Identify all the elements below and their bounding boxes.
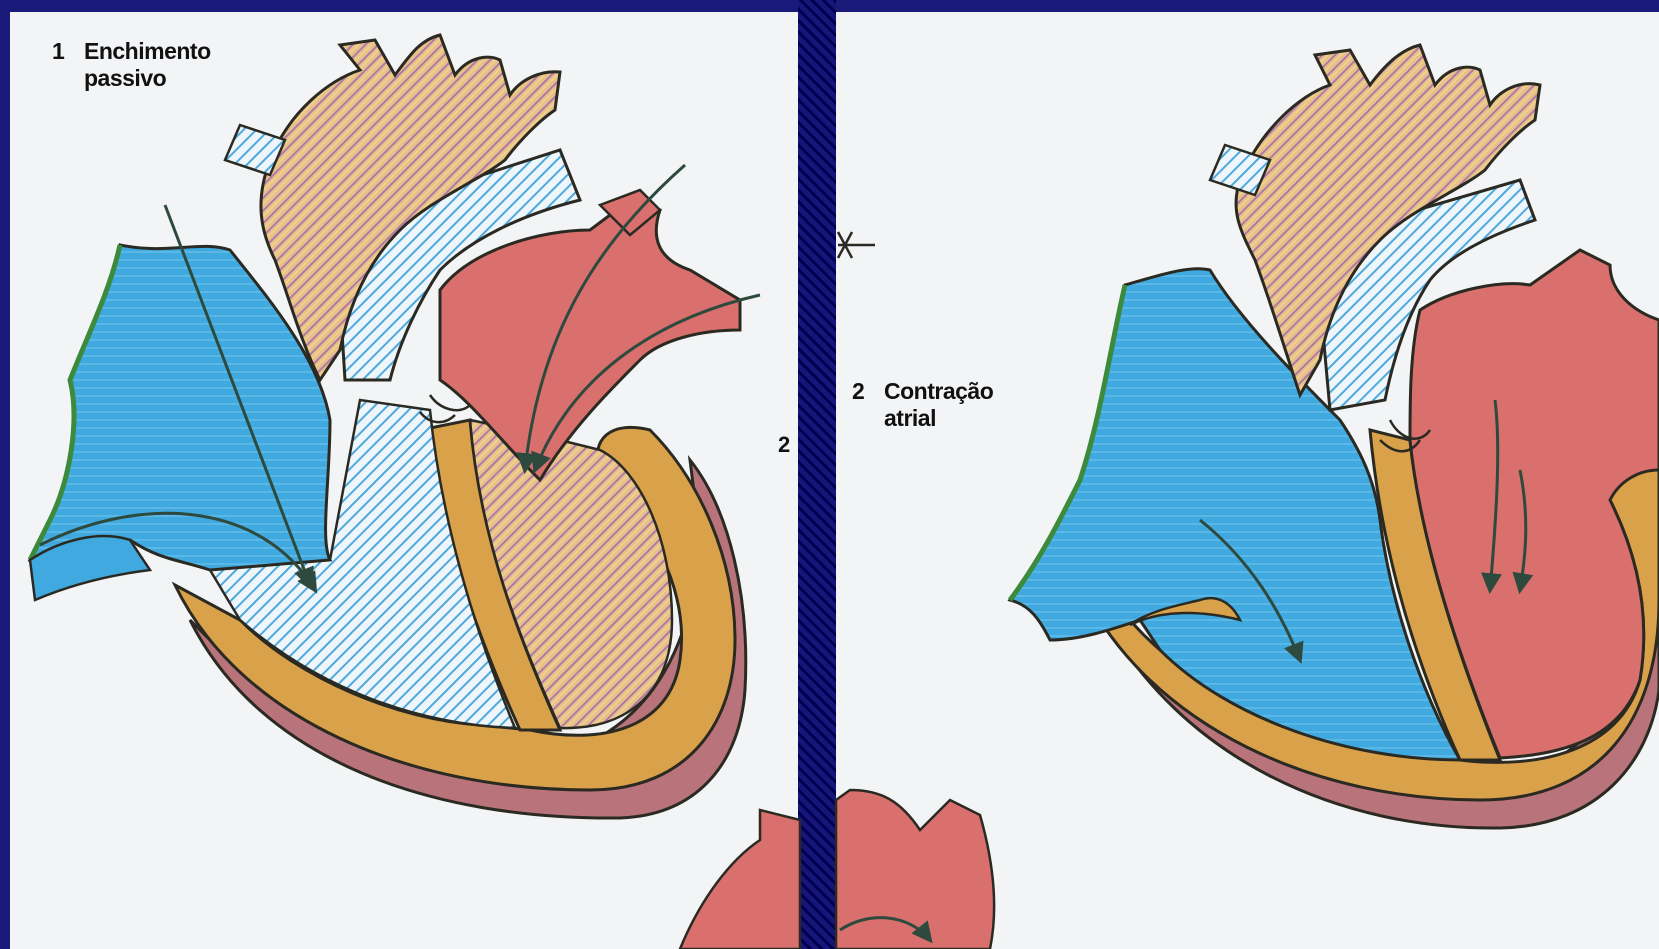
panel-2-title-line1: Contração bbox=[884, 378, 993, 405]
panel-divider bbox=[798, 0, 836, 949]
panel-1-number: 1 bbox=[52, 38, 64, 65]
panel-1-title-line1: Enchimento bbox=[84, 38, 211, 65]
panel-2-number: 2 bbox=[852, 378, 864, 405]
panel-1-title-line2: passivo bbox=[84, 65, 166, 92]
stray-number-label: 2 bbox=[778, 432, 790, 458]
panel-2-title-line2: atrial bbox=[884, 405, 936, 432]
